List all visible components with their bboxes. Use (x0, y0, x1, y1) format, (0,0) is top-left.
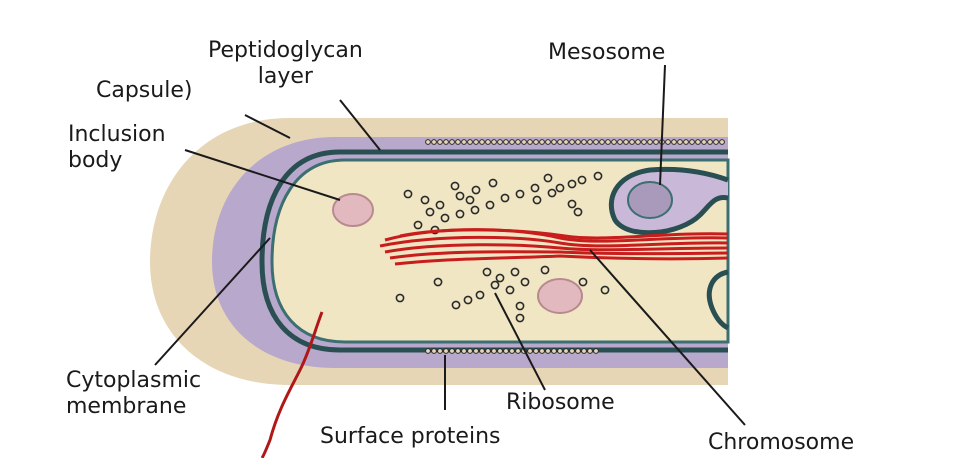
surface-protein-bead (474, 140, 479, 145)
surface-protein-bead (522, 140, 527, 145)
surface-proteins-text: Surface proteins (320, 424, 500, 450)
surface-protein-bead (570, 140, 575, 145)
surface-protein-bead (690, 140, 695, 145)
capsule-text: Capsule) (96, 78, 192, 104)
label-capsule: Capsule) (96, 78, 192, 104)
surface-protein-bead (678, 140, 683, 145)
surface-protein-bead (540, 140, 545, 145)
surface-protein-bead (612, 140, 617, 145)
surface-protein-bead (516, 349, 521, 354)
surface-protein-bead (510, 349, 515, 354)
surface-protein-bead (582, 140, 587, 145)
surface-protein-bead (558, 349, 563, 354)
surface-protein-bead (468, 349, 473, 354)
peptidoglycan-line-1: Peptidoglycan (208, 38, 363, 64)
label-chromosome: Chromosome (708, 430, 854, 456)
surface-protein-bead (696, 140, 701, 145)
surface-protein-bead (576, 349, 581, 354)
surface-protein-bead (438, 349, 443, 354)
label-mesosome: Mesosome (548, 40, 665, 66)
surface-protein-bead (630, 140, 635, 145)
ribosome-text: Ribosome (506, 390, 615, 416)
surface-protein-bead (540, 349, 545, 354)
surface-protein-bead (564, 140, 569, 145)
surface-protein-bead (702, 140, 707, 145)
surface-protein-bead (510, 140, 515, 145)
surface-protein-bead (444, 349, 449, 354)
surface-protein-bead (426, 349, 431, 354)
label-cytoplasmic-membrane: Cytoplasmic membrane (66, 368, 201, 420)
surface-protein-bead (534, 349, 539, 354)
surface-protein-bead (528, 140, 533, 145)
surface-protein-bead (438, 140, 443, 145)
mesosome-text: Mesosome (548, 40, 665, 66)
surface-protein-bead (528, 349, 533, 354)
inclusion-line-1: Inclusion (68, 122, 166, 148)
surface-protein-bead (636, 140, 641, 145)
label-ribosome: Ribosome (506, 390, 615, 416)
surface-protein-bead (492, 140, 497, 145)
surface-protein-bead (546, 349, 551, 354)
label-inclusion-body: Inclusion body (68, 122, 166, 174)
surface-protein-bead (618, 140, 623, 145)
surface-protein-bead (486, 140, 491, 145)
surface-protein-bead (492, 349, 497, 354)
surface-protein-bead (714, 140, 719, 145)
surface-protein-bead (708, 140, 713, 145)
surface-protein-bead (648, 140, 653, 145)
surface-protein-bead (486, 349, 491, 354)
surface-protein-bead (498, 349, 503, 354)
surface-protein-bead (480, 140, 485, 145)
surface-protein-bead (558, 140, 563, 145)
surface-protein-bead (672, 140, 677, 145)
surface-protein-bead (432, 140, 437, 145)
surface-protein-bead (588, 349, 593, 354)
surface-protein-bead (456, 349, 461, 354)
surface-protein-bead (684, 140, 689, 145)
surface-protein-bead (498, 140, 503, 145)
chromosome-text: Chromosome (708, 430, 854, 456)
surface-protein-bead (624, 140, 629, 145)
inclusion-line-2: body (68, 148, 166, 174)
surface-protein-bead (480, 349, 485, 354)
surface-protein-bead (570, 349, 575, 354)
peptidoglycan-line-2: layer (208, 64, 363, 90)
surface-protein-bead (654, 140, 659, 145)
surface-protein-bead (720, 140, 725, 145)
surface-protein-bead (462, 140, 467, 145)
surface-protein-bead (552, 140, 557, 145)
label-surface-proteins: Surface proteins (320, 424, 500, 450)
surface-protein-bead (546, 140, 551, 145)
cytoplasmic-line-2: membrane (66, 394, 201, 420)
surface-protein-bead (534, 140, 539, 145)
surface-protein-bead (516, 140, 521, 145)
surface-protein-bead (564, 349, 569, 354)
surface-protein-bead (576, 140, 581, 145)
surface-protein-bead (594, 349, 599, 354)
cytoplasmic-line-1: Cytoplasmic (66, 368, 201, 394)
surface-protein-bead (606, 140, 611, 145)
surface-protein-bead (504, 349, 509, 354)
surface-protein-bead (450, 349, 455, 354)
surface-protein-bead (600, 140, 605, 145)
surface-protein-bead (552, 349, 557, 354)
surface-protein-bead (450, 140, 455, 145)
surface-protein-bead (666, 140, 671, 145)
surface-protein-bead (456, 140, 461, 145)
surface-protein-bead (588, 140, 593, 145)
label-peptidoglycan-layer: Peptidoglycan layer (208, 38, 363, 90)
surface-protein-bead (468, 140, 473, 145)
surface-protein-bead (504, 140, 509, 145)
surface-protein-bead (582, 349, 587, 354)
surface-protein-bead (462, 349, 467, 354)
surface-protein-bead (444, 140, 449, 145)
surface-protein-bead (432, 349, 437, 354)
surface-protein-bead (474, 349, 479, 354)
surface-protein-bead (642, 140, 647, 145)
surface-protein-bead (426, 140, 431, 145)
surface-protein-bead (594, 140, 599, 145)
